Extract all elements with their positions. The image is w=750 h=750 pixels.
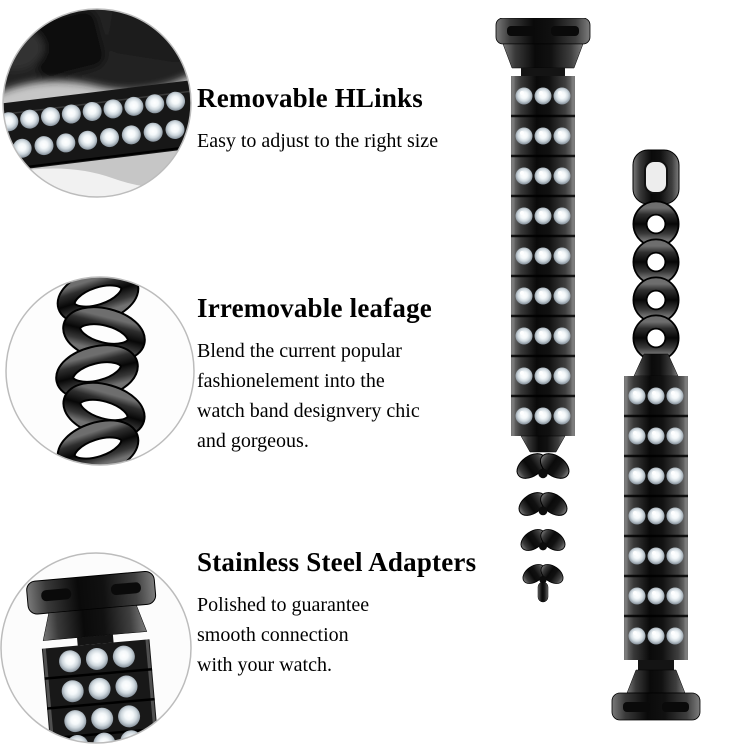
watch-band-back-photo bbox=[611, 149, 701, 721]
feature-title: Removable HLinks bbox=[197, 83, 423, 113]
feature-removable-hlinks: Removable HLinks Easy to adjust to the r… bbox=[197, 82, 438, 156]
feature-stainless-steel-adapters: Stainless Steel Adapters Polished to gua… bbox=[197, 546, 476, 680]
feature-line: Blend the current popular bbox=[197, 340, 402, 362]
feature-line: with your watch. bbox=[197, 654, 332, 676]
feature-line: and gorgeous. bbox=[197, 430, 309, 452]
feature-title: Irremovable leafage bbox=[197, 293, 432, 323]
adapter-macro-photo bbox=[0, 552, 192, 744]
feature-line: watch band designvery chic bbox=[197, 400, 420, 422]
feature-irremovable-leafage: Irremovable leafage Blend the current po… bbox=[197, 292, 432, 456]
feature-line: smooth connection bbox=[197, 624, 349, 646]
feature-line: fashionelement into the bbox=[197, 370, 385, 392]
feature-line: Easy to adjust to the right size bbox=[197, 130, 439, 152]
watch-band-front-photo bbox=[495, 18, 591, 603]
leafage-chain-macro-photo bbox=[5, 276, 195, 466]
feature-line: Polished to guarantee bbox=[197, 594, 370, 616]
hlinks-macro-photo bbox=[2, 8, 192, 198]
feature-title: Stainless Steel Adapters bbox=[197, 547, 477, 577]
